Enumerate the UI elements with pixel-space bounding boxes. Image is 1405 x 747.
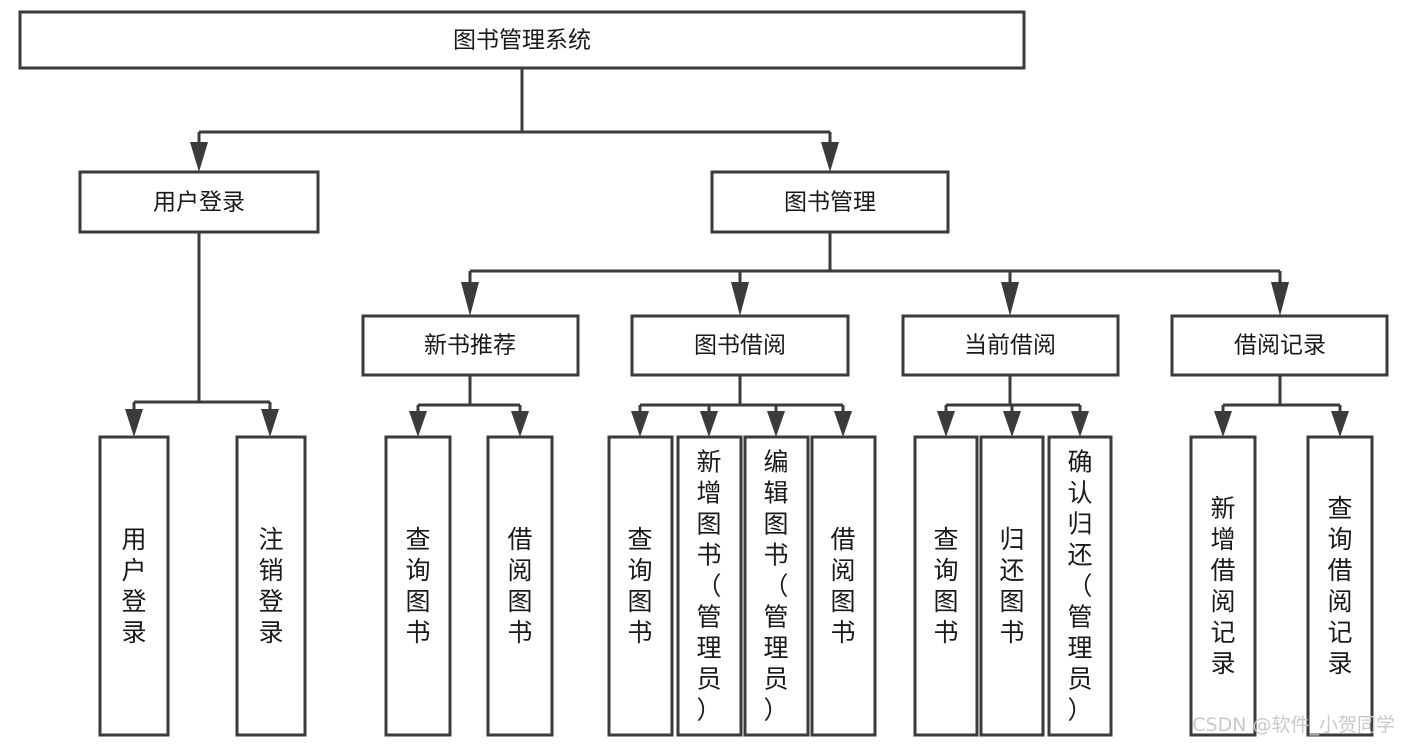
- leaf-node-user-login[interactable]: 用户登录: [98, 435, 170, 737]
- arrow-head-cb-leaf-3: [1071, 411, 1089, 437]
- node-current-borrow-box[interactable]: [901, 314, 1120, 377]
- leaf-node-logout-box[interactable]: [235, 435, 307, 737]
- arrow-head-bb-leaf-4: [834, 411, 852, 437]
- leaf-node-bb-borrow-book[interactable]: 借阅图书: [810, 435, 877, 737]
- arrow-head-bb-leaf-3: [767, 411, 785, 437]
- leaf-node-cb-return-book[interactable]: 归还图书: [979, 435, 1045, 737]
- leaf-node-br-query-record[interactable]: 查询借阅记录: [1306, 435, 1374, 737]
- leaf-node-br-add-record-box[interactable]: [1189, 435, 1257, 737]
- node-user-login-box[interactable]: [78, 170, 320, 234]
- leaf-node-logout[interactable]: 注销登录: [235, 435, 307, 737]
- arrow-head-user-login: [190, 142, 208, 172]
- leaf-node-nbr-query-book[interactable]: 查询图书: [384, 435, 452, 737]
- node-borrow-record-label: 借阅记录: [1234, 333, 1326, 359]
- connector-layer: [125, 68, 1349, 437]
- node-new-book-recommend[interactable]: 新书推荐: [361, 314, 580, 377]
- leaf-node-bb-query-book-label: 查询图书: [627, 525, 652, 647]
- node-book-borrow-box[interactable]: [630, 314, 850, 377]
- leaf-node-bb-edit-book[interactable]: 编辑图书（管理员）: [743, 435, 810, 737]
- arrow-head-bb-leaf-1: [631, 411, 649, 437]
- leaf-node-cb-query-book-box[interactable]: [913, 435, 979, 737]
- arrow-head-nbr-leaf-2: [511, 411, 529, 437]
- node-book-manage[interactable]: 图书管理: [710, 170, 950, 234]
- leaf-node-cb-query-book-label: 查询图书: [933, 525, 958, 647]
- arrow-head-br-leaf-2: [1331, 411, 1349, 437]
- node-current-borrow[interactable]: 当前借阅: [901, 314, 1120, 377]
- leaf-node-nbr-query-book-box[interactable]: [384, 435, 452, 737]
- leaf-node-br-query-record-box[interactable]: [1306, 435, 1374, 737]
- node-root[interactable]: 图书管理系统: [18, 10, 1026, 70]
- arrow-head-br-leaf-1: [1214, 411, 1232, 437]
- leaf-node-cb-return-book-box[interactable]: [979, 435, 1045, 737]
- leaf-node-bb-borrow-book-label: 借阅图书: [830, 525, 855, 647]
- leaf-node-bb-edit-book-box[interactable]: [743, 435, 810, 737]
- node-book-borrow[interactable]: 图书借阅: [630, 314, 850, 377]
- arrow-head-leaf-logout: [261, 409, 279, 437]
- leaf-node-bb-borrow-book-box[interactable]: [810, 435, 877, 737]
- leaf-node-cb-return-book-label: 归还图书: [999, 525, 1024, 647]
- arrow-head-book-manage: [821, 142, 839, 172]
- leaf-node-bb-add-book[interactable]: 新增图书（管理员）: [676, 435, 743, 737]
- leaf-node-cb-confirm-return-label: 确认归还（管理员）: [1067, 448, 1092, 725]
- leaf-node-nbr-borrow-book[interactable]: 借阅图书: [486, 435, 554, 737]
- node-root-box[interactable]: [18, 10, 1026, 70]
- leaf-node-cb-query-book[interactable]: 查询图书: [913, 435, 979, 737]
- node-new-book-recommend-box[interactable]: [361, 314, 580, 377]
- leaf-node-bb-edit-book-label: 编辑图书（管理员）: [763, 448, 788, 725]
- node-user-login-label: 用户登录: [153, 190, 245, 216]
- watermark-label: CSDN @软件_小贺同学: [1192, 714, 1395, 736]
- node-root-label: 图书管理系统: [453, 28, 591, 54]
- leaf-node-bb-query-book-box[interactable]: [607, 435, 674, 737]
- arrow-head-book-borrow: [731, 282, 749, 316]
- leaf-node-bb-add-book-label: 新增图书（管理员）: [696, 448, 721, 725]
- arrow-head-leaf-user-login: [125, 409, 143, 437]
- leaf-node-cb-confirm-return-box[interactable]: [1047, 435, 1113, 737]
- arrow-head-borrow-record: [1271, 282, 1289, 316]
- node-new-book-recommend-label: 新书推荐: [424, 333, 516, 359]
- leaf-node-br-query-record-label: 查询借阅记录: [1327, 494, 1352, 678]
- leaf-node-cb-confirm-return[interactable]: 确认归还（管理员）: [1047, 435, 1113, 737]
- leaf-node-user-login-label: 用户登录: [121, 525, 146, 647]
- arrow-head-bb-leaf-2: [700, 411, 718, 437]
- leaf-node-br-add-record-label: 新增借阅记录: [1210, 494, 1235, 678]
- leaf-node-bb-query-book[interactable]: 查询图书: [607, 435, 674, 737]
- leaf-node-logout-label: 注销登录: [258, 525, 283, 647]
- node-current-borrow-label: 当前借阅: [964, 333, 1056, 359]
- node-user-login[interactable]: 用户登录: [78, 170, 320, 234]
- arrow-head-new-book-recommend: [461, 282, 479, 316]
- node-borrow-record-box[interactable]: [1170, 314, 1389, 377]
- arrow-head-cb-leaf-1: [937, 411, 955, 437]
- node-book-manage-label: 图书管理: [784, 190, 876, 216]
- node-borrow-record[interactable]: 借阅记录: [1170, 314, 1389, 377]
- arrow-head-nbr-leaf-1: [409, 411, 427, 437]
- arrow-head-current-borrow: [1001, 282, 1019, 316]
- leaf-node-nbr-borrow-book-label: 借阅图书: [507, 525, 532, 647]
- arrow-head-cb-leaf-2: [1003, 411, 1021, 437]
- node-book-borrow-label: 图书借阅: [694, 333, 786, 359]
- leaf-node-user-login-box[interactable]: [98, 435, 170, 737]
- node-book-manage-box[interactable]: [710, 170, 950, 234]
- leaf-node-nbr-borrow-book-box[interactable]: [486, 435, 554, 737]
- leaf-node-bb-add-book-box[interactable]: [676, 435, 743, 737]
- leaf-node-br-add-record[interactable]: 新增借阅记录: [1189, 435, 1257, 737]
- leaf-node-nbr-query-book-label: 查询图书: [405, 525, 430, 647]
